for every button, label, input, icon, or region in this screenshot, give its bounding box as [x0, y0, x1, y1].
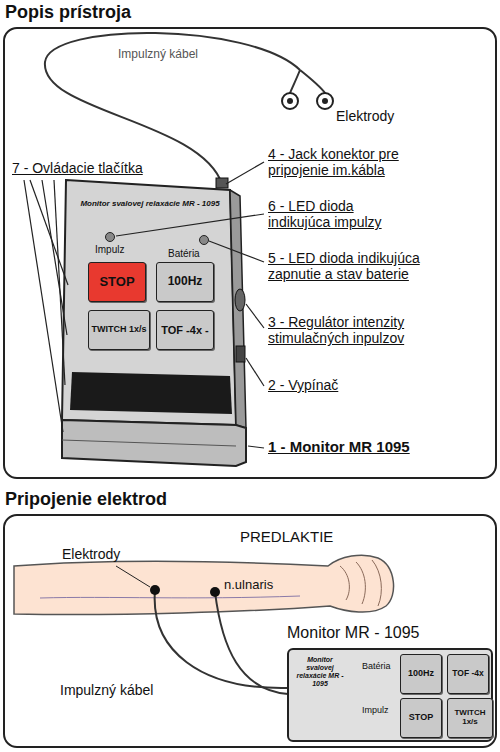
device-face: Monitor svalovej relaxácie MR - 1095STOP…	[75, 195, 225, 365]
button-label: TOF -4x -	[159, 324, 210, 336]
impulse-cable	[215, 592, 288, 694]
callout-number: 1 - Monitor MR 1095	[268, 438, 410, 455]
button-label: STOP	[97, 275, 136, 289]
device-display	[70, 372, 232, 414]
device-title: Monitor MR - 1095	[287, 624, 420, 642]
device-label: Monitor svalovej relaxácie MR - 1095	[79, 199, 221, 208]
part-label: Elektrody	[62, 546, 120, 562]
device-label: Monitor svalovej relaxácie MR - 1095	[293, 656, 347, 688]
control-button: TWITCH 1x/s	[447, 698, 493, 738]
control-button: STOP	[88, 262, 146, 302]
control-button: TOF -4x	[447, 654, 489, 694]
callout-number: 3 - Regulátor intenzity stimulačných inp…	[268, 314, 468, 346]
device-side	[230, 190, 246, 428]
device-body	[62, 180, 236, 425]
electrode	[150, 585, 160, 595]
led-label: Impulz	[95, 244, 124, 256]
callout-number: 7 - Ovládacie tlačítka	[12, 160, 143, 176]
led-bateria	[200, 236, 209, 245]
led-label: Batéria	[362, 661, 391, 671]
control-button: TWITCH 1x/s	[88, 310, 150, 350]
nerve-line	[40, 596, 300, 598]
electrode-dot	[322, 98, 328, 104]
leader-lines	[24, 162, 264, 448]
control-button: 100Hz	[400, 654, 442, 694]
jack-connector	[216, 178, 228, 188]
impulse-cable	[155, 590, 288, 688]
button-label: TWITCH 1x/s	[448, 709, 492, 727]
control-button: 100Hz	[156, 262, 214, 302]
electrode	[317, 93, 333, 109]
button-label: TOF -4x	[450, 669, 486, 678]
base-edge	[62, 440, 236, 446]
power-switch	[236, 346, 245, 362]
led-label: Impulz	[362, 705, 389, 715]
part-label: Elektrody	[336, 108, 394, 124]
forearm	[14, 555, 394, 614]
electrode	[210, 587, 220, 597]
cable-split	[290, 70, 325, 93]
led-impulz	[106, 233, 115, 242]
button-label: TWITCH 1x/s	[89, 325, 148, 335]
control-button: TOF -4x -	[156, 310, 214, 350]
led-label: Batéria	[168, 248, 200, 260]
device-base	[62, 420, 246, 466]
callout-number: 4 - Jack konektor pre pripojenie im.kábl…	[268, 146, 443, 178]
fingers	[340, 560, 381, 606]
cable-label: Impulzný kábel	[118, 48, 198, 62]
panel-frame: Popis prístrojaMonitor svalovej relaxáci…	[3, 27, 497, 479]
electrode	[282, 93, 298, 109]
electrode-dot	[287, 98, 293, 104]
callout-number: 2 - Vypínač	[268, 377, 338, 393]
panel-heading: Popis prístroja	[5, 2, 131, 23]
region-label: PREDLAKTIE	[240, 528, 333, 545]
intensity-knob	[235, 289, 245, 311]
control-button: STOP	[400, 698, 442, 738]
panel-heading: Pripojenie elektrod	[5, 489, 167, 510]
button-label: 100Hz	[406, 669, 436, 679]
button-label: 100Hz	[166, 275, 205, 288]
cable-label: Impulzný kábel	[60, 682, 153, 698]
callout-number: 5 - LED dioda indikujúca zapnutie a stav…	[268, 250, 468, 282]
leader-line	[116, 566, 150, 587]
button-label: STOP	[407, 713, 435, 723]
callout-number: 6 - LED dioda indikujúca impulzy	[268, 198, 398, 230]
nerve-label: n.ulnaris	[224, 578, 273, 593]
